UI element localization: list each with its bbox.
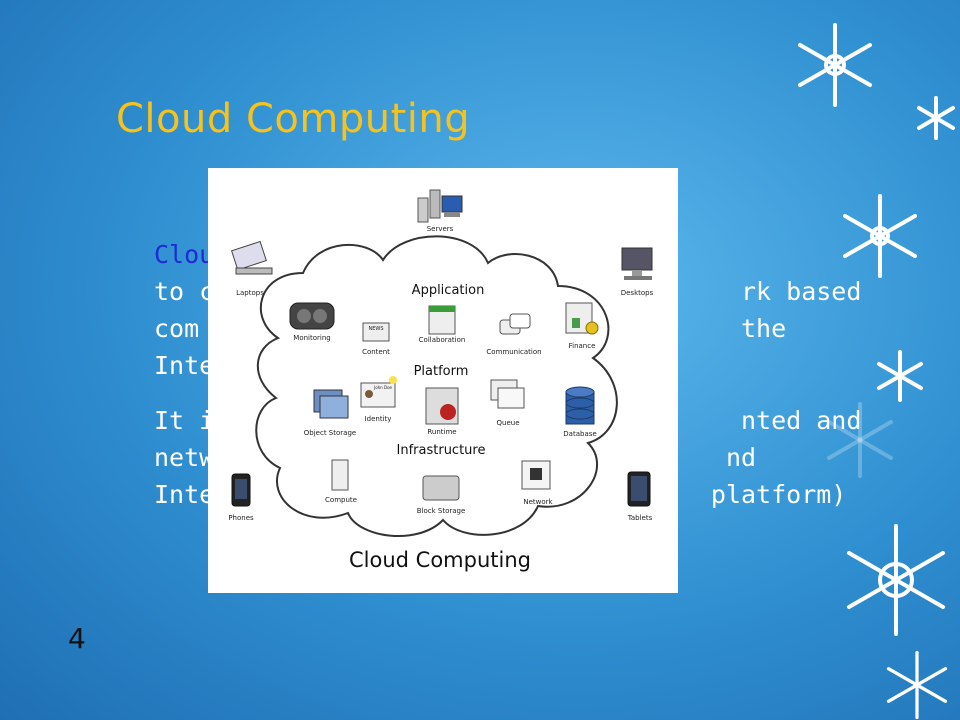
- database-icon: [565, 386, 595, 425]
- label-network: Network: [523, 498, 553, 506]
- identity-name: John Doe: [373, 385, 392, 390]
- news-label: NEWS: [368, 326, 383, 332]
- content-news-icon: NEWS: [362, 322, 390, 342]
- bullet-item: It is nted and netw nd Inte platform): [118, 402, 861, 513]
- page-number: 4: [68, 622, 86, 655]
- monitoring-dashboard-icon: [289, 302, 335, 330]
- label-content: Content: [362, 348, 390, 356]
- identity-card-icon: John Doe: [360, 376, 397, 408]
- object-storage-folder-icon: [313, 389, 349, 419]
- slide-title: Cloud Computing: [116, 96, 471, 142]
- label-collaboration: Collaboration: [419, 336, 466, 344]
- snowflake-decoration-icon: [847, 524, 945, 636]
- tablet-icon: [627, 471, 651, 507]
- desktop-icon: [621, 247, 653, 280]
- label-laptops: Laptops: [236, 289, 264, 297]
- snowflake-decoration-icon: [827, 402, 893, 478]
- queue-windows-icon: [490, 379, 525, 409]
- compute-server-icon: [331, 459, 349, 491]
- servers-icon: [417, 189, 463, 223]
- laptop-icon: [230, 240, 273, 275]
- label-servers: Servers: [427, 225, 454, 233]
- label-desktops: Desktops: [621, 289, 654, 297]
- label-runtime: Runtime: [427, 428, 456, 436]
- snowflake-decoration-icon: [917, 96, 955, 140]
- label-monitoring: Monitoring: [293, 334, 330, 342]
- label-tablets: Tablets: [627, 514, 653, 522]
- phone-icon: [231, 473, 251, 507]
- snowflake-decoration-icon: [798, 23, 872, 107]
- snowflake-decoration-icon: [877, 350, 923, 402]
- snowflake-decoration-icon: [843, 194, 917, 278]
- layer-platform: Platform: [414, 364, 469, 379]
- layer-infrastructure: Infrastructure: [397, 443, 486, 458]
- block-storage-drive-icon: [422, 475, 460, 501]
- bullet-highlight: Clou: [154, 240, 215, 269]
- label-phones: Phones: [228, 514, 254, 522]
- label-database: Database: [563, 430, 596, 438]
- bullet-text: It is nted and netw nd Inte platform): [154, 406, 862, 509]
- cloud-computing-diagram: Application Platform Infrastructure Clou…: [208, 168, 678, 593]
- label-object-storage: Object Storage: [304, 429, 356, 437]
- network-port-icon: [521, 460, 551, 490]
- label-identity: Identity: [365, 415, 392, 423]
- label-finance: Finance: [569, 342, 596, 350]
- communication-chat-icon: [499, 313, 531, 335]
- snowflake-decoration-icon: [886, 650, 948, 720]
- label-block-storage: Block Storage: [417, 507, 466, 515]
- label-communication: Communication: [486, 348, 541, 356]
- collaboration-calendar-icon: [428, 305, 456, 335]
- label-queue: Queue: [497, 419, 520, 427]
- finance-icon: [565, 302, 599, 335]
- diagram-caption: Cloud Computing: [349, 548, 531, 572]
- layer-application: Application: [412, 283, 485, 298]
- runtime-icon: [425, 387, 459, 425]
- label-compute: Compute: [325, 496, 357, 504]
